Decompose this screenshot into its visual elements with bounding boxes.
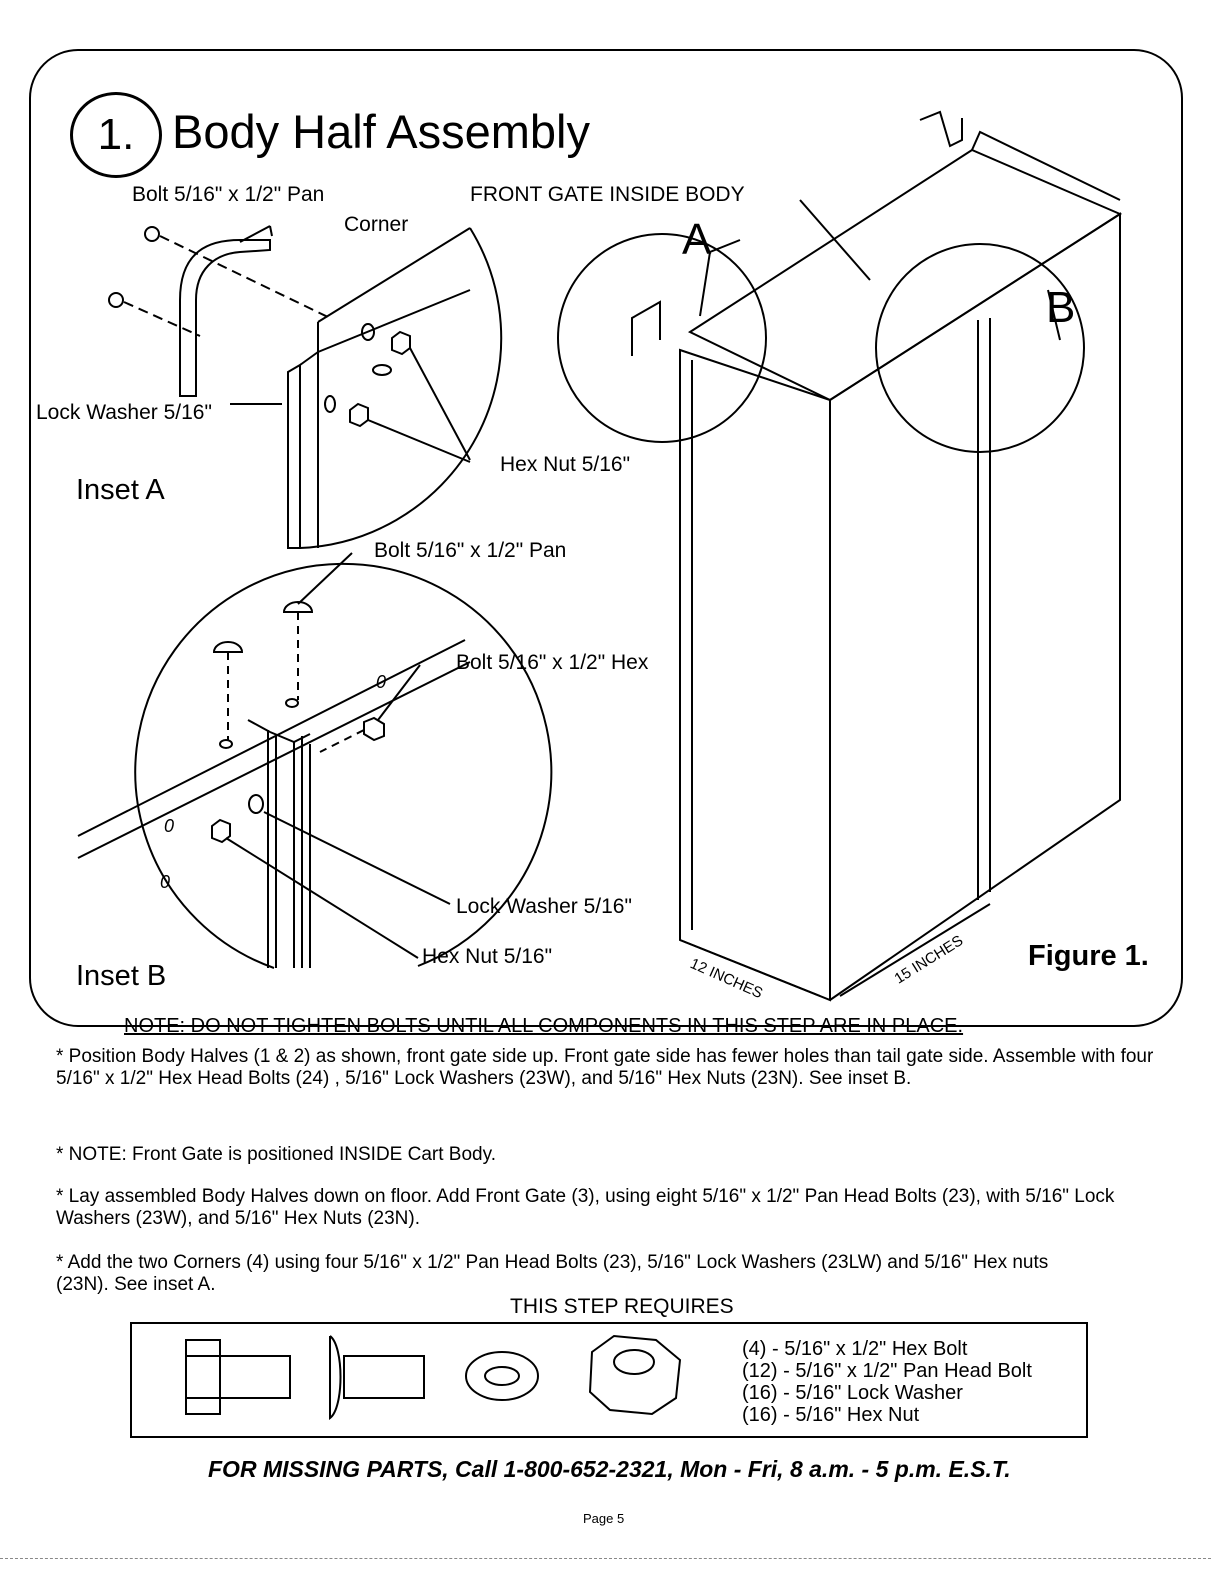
- inset-a-drawing: [108, 225, 503, 549]
- note-do-not-tighten: NOTE: DO NOT TIGHTEN BOLTS UNTIL ALL COM…: [124, 1015, 964, 1037]
- inset-b-drawing: 0 0 0: [77, 552, 553, 969]
- label-hex-nut-a: Hex Nut 5/16": [500, 453, 631, 476]
- label-corner: Corner: [344, 213, 409, 236]
- step-number: 1.: [70, 92, 162, 178]
- parts-box: [130, 1322, 1088, 1438]
- label-bolt-pan-b: Bolt 5/16" x 1/2" Pan: [374, 539, 567, 562]
- label-hex-nut-b: Hex Nut 5/16": [422, 945, 553, 968]
- hardware-icons: [185, 1334, 682, 1420]
- parts-list: (4) - 5/16" x 1/2" Hex Bolt (12) - 5/16"…: [742, 1338, 1032, 1426]
- requirements-title: THIS STEP REQUIRES: [510, 1295, 734, 1318]
- label-lock-washer-b: Lock Washer 5/16": [456, 895, 632, 918]
- label-bolt-hex-b: Bolt 5/16" x 1/2" Hex: [456, 651, 649, 674]
- label-bolt-pan-a: Bolt 5/16" x 1/2" Pan: [132, 183, 325, 206]
- part-item: (16) - 5/16" Lock Washer: [742, 1382, 963, 1404]
- svg-text:0: 0: [164, 816, 174, 836]
- callout-letter-b: B: [1046, 283, 1076, 332]
- instruction-2: * NOTE: Front Gate is positioned INSIDE …: [56, 1144, 496, 1165]
- callout-letter-a: A: [682, 215, 712, 264]
- instruction-1: * Position Body Halves (1 & 2) as shown,…: [56, 1046, 1154, 1089]
- page-title: Body Half Assembly: [172, 105, 590, 158]
- page-number: Page 5: [583, 1511, 625, 1526]
- bottom-rule: [0, 1558, 1211, 1559]
- missing-parts-footer: FOR MISSING PARTS, Call 1-800-652-2321, …: [208, 1456, 1011, 1482]
- label-inset-b: Inset B: [76, 960, 167, 992]
- svg-text:0: 0: [376, 672, 386, 692]
- inset-a-bolt-1: [144, 226, 160, 242]
- instruction-4: * Add the two Corners (4) using four 5/1…: [56, 1252, 1049, 1295]
- part-item: (12) - 5/16" x 1/2" Pan Head Bolt: [742, 1360, 1032, 1382]
- part-item: (4) - 5/16" x 1/2" Hex Bolt: [742, 1338, 968, 1360]
- label-front-gate-inside-body: FRONT GATE INSIDE BODY: [470, 183, 745, 206]
- instruction-3: * Lay assembled Body Halves down on floo…: [56, 1186, 1115, 1229]
- figure-caption: Figure 1.: [1028, 940, 1149, 972]
- svg-text:0: 0: [160, 872, 170, 892]
- figure-frame: [29, 49, 1183, 1027]
- inset-a-bolt-2: [108, 292, 124, 308]
- label-lock-washer-a: Lock Washer 5/16": [36, 401, 212, 424]
- label-inset-a: Inset A: [76, 474, 165, 506]
- cart-body-drawing: [557, 110, 1123, 1002]
- part-item: (16) - 5/16" Hex Nut: [742, 1404, 920, 1426]
